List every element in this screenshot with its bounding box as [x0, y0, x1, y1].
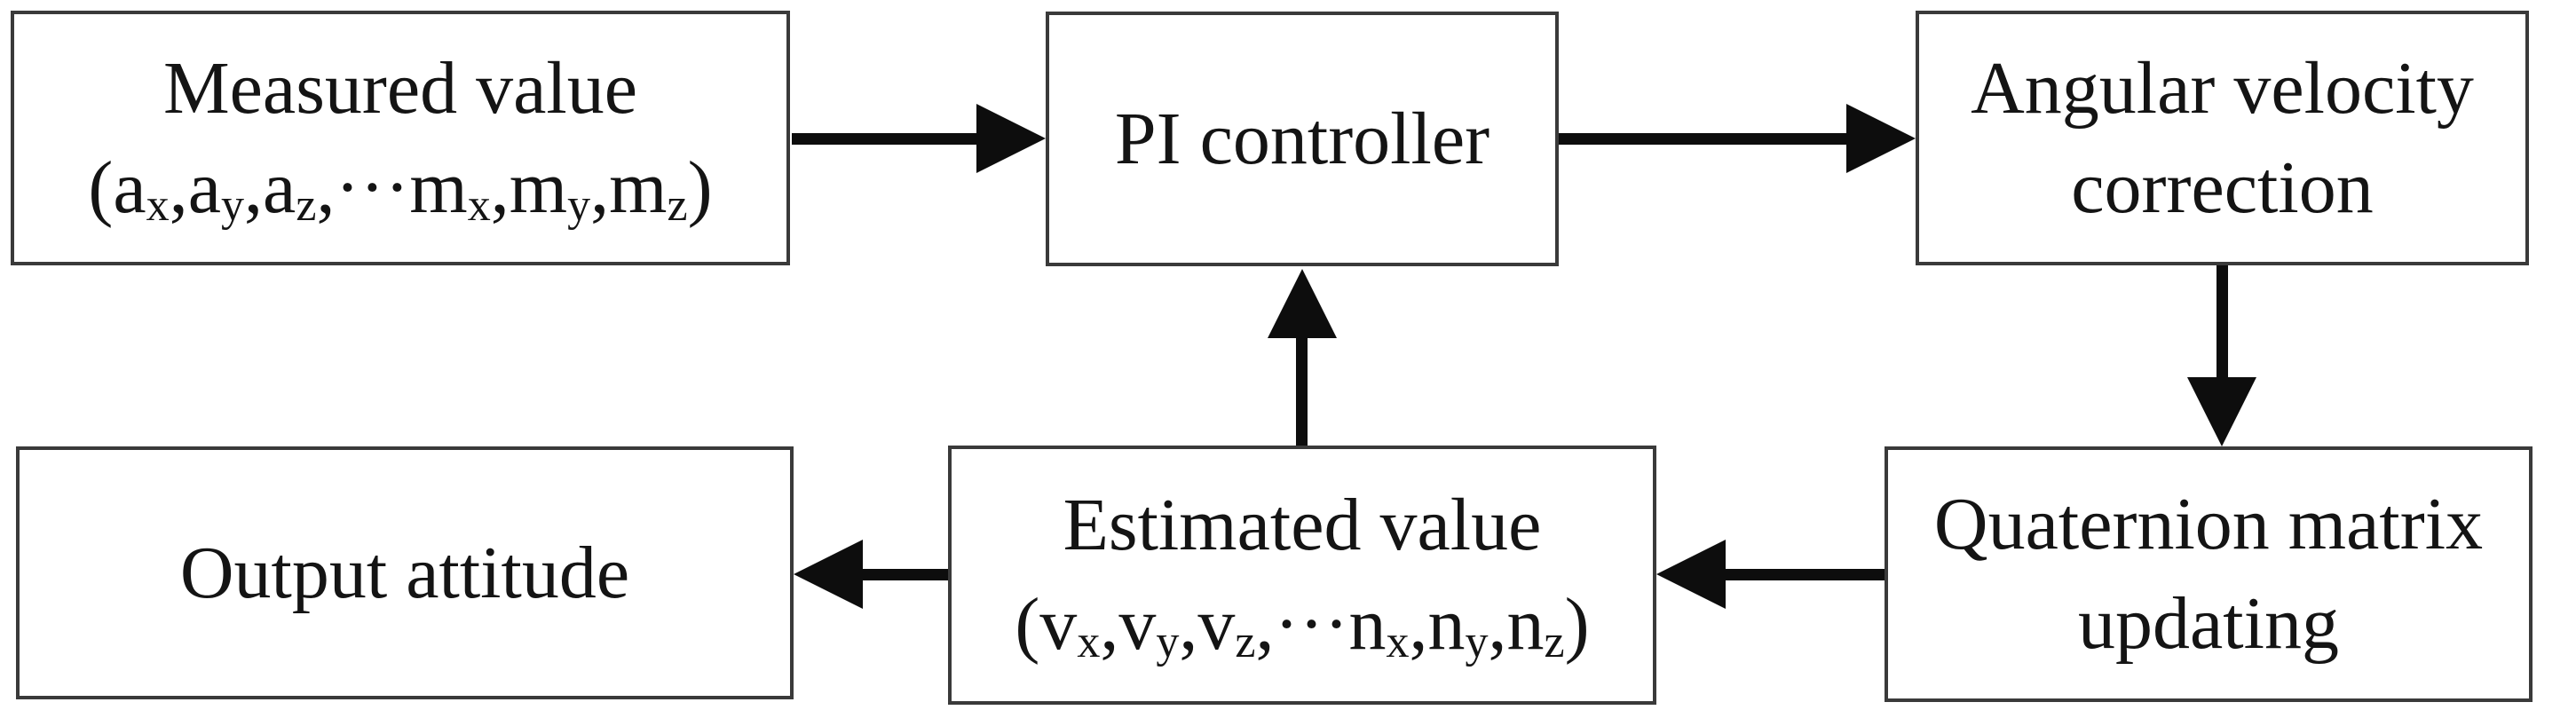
- estimated-value-title: Estimated value: [1063, 484, 1542, 566]
- node-measured-value: Measured value (ax,ay,az,···mx,my,mz): [11, 11, 790, 265]
- arrow-pi-to-angular-shaft: [1559, 133, 1852, 145]
- output-attitude-title: Output attitude: [179, 531, 630, 614]
- measured-value-title: Measured value: [162, 46, 638, 130]
- node-output-attitude: Output attitude: [16, 446, 794, 699]
- quaternion-line2: updating: [2078, 582, 2339, 665]
- arrow-estimated-to-pi-head-icon: [1268, 269, 1337, 338]
- arrow-angular-to-quaternion-shaft: [2216, 265, 2228, 381]
- arrow-estimated-to-output-shaft: [859, 569, 948, 580]
- arrow-quaternion-to-estimated-head-icon: [1656, 540, 1726, 609]
- arrow-estimated-to-output-head-icon: [794, 540, 863, 609]
- arrow-angular-to-quaternion-head-icon: [2187, 377, 2256, 446]
- arrow-quaternion-to-estimated-shaft: [1722, 569, 1885, 580]
- angular-velocity-line2: correction: [2071, 146, 2374, 229]
- node-pi-controller: PI controller: [1046, 12, 1559, 266]
- angular-velocity-line1: Angular velocity: [1971, 46, 2474, 130]
- arrow-pi-to-angular-head-icon: [1846, 104, 1916, 173]
- pi-controller-title: PI controller: [1114, 97, 1490, 180]
- arrow-measured-to-pi-shaft: [792, 133, 980, 145]
- arrow-measured-to-pi-head-icon: [976, 104, 1046, 173]
- measured-value-formula: (ax,ay,az,···mx,my,mz): [88, 146, 713, 231]
- node-estimated-value: Estimated value (vx,vy,vz,···nx,ny,nz): [948, 446, 1656, 705]
- estimated-value-formula: (vx,vy,vz,···nx,ny,nz): [1015, 583, 1590, 668]
- node-angular-velocity-correction: Angular velocity correction: [1916, 11, 2529, 265]
- node-quaternion-matrix-updating: Quaternion matrix updating: [1885, 446, 2533, 702]
- arrow-estimated-to-pi-shaft: [1296, 335, 1308, 446]
- quaternion-line1: Quaternion matrix: [1933, 483, 2484, 565]
